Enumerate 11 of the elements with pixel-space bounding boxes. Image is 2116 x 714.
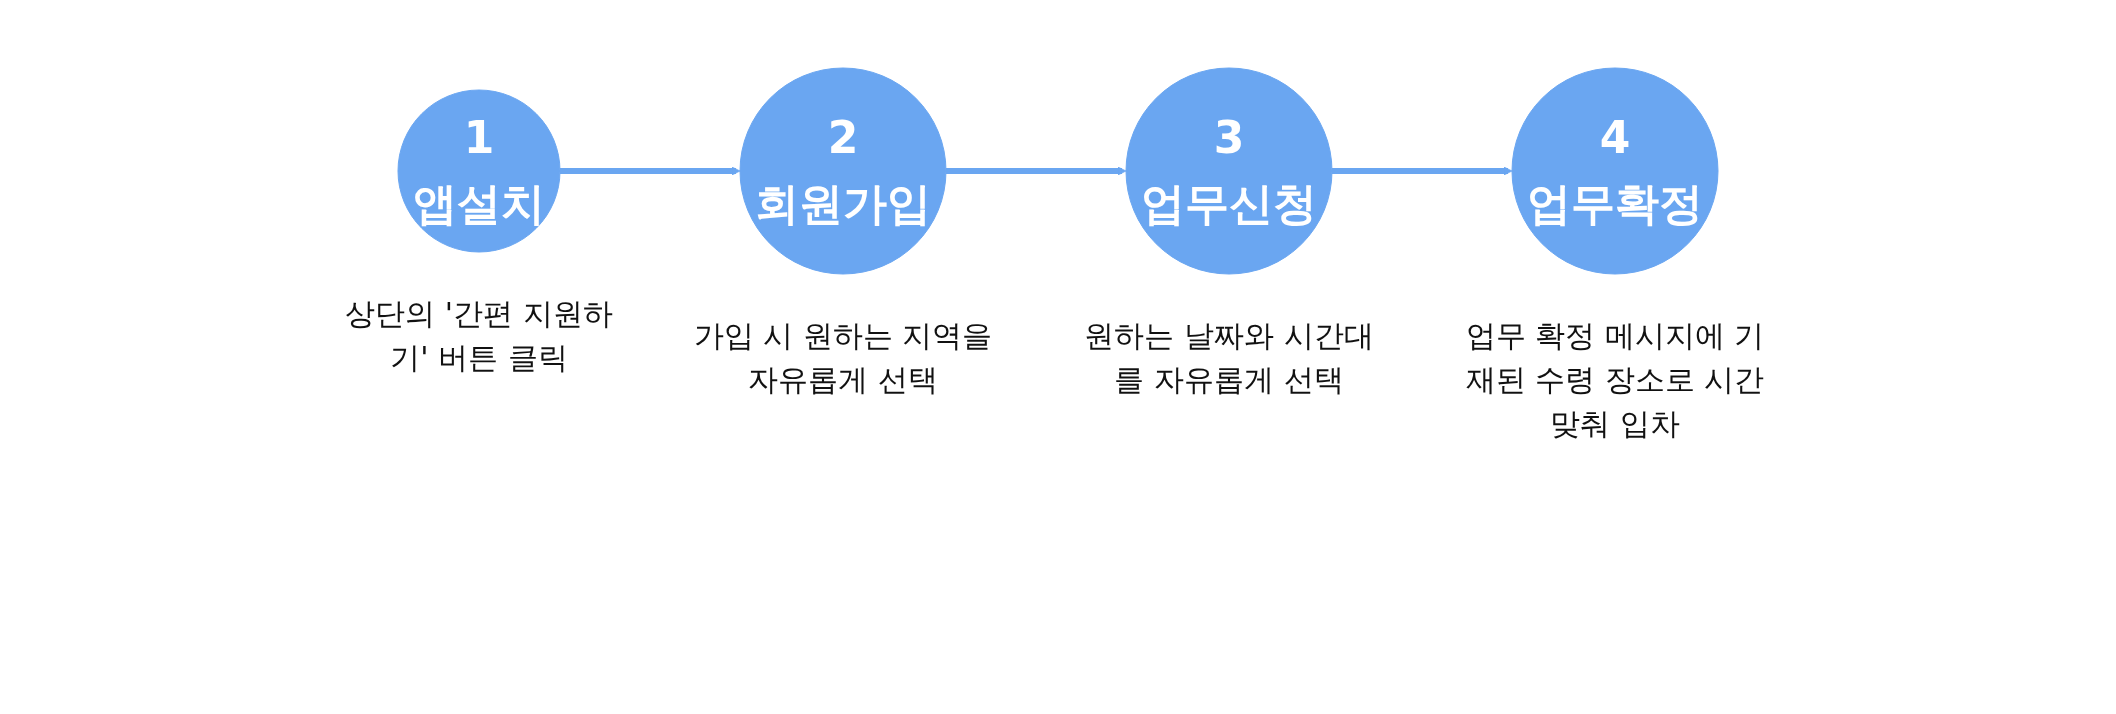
arrow (946, 166, 1127, 176)
node-circle: 2 회원가입 (739, 67, 947, 275)
arrow (1332, 166, 1513, 176)
step-description: 상단의 '간편 지원하기' 버튼 클릭 (344, 295, 614, 377)
step-description: 업무 확정 메시지에 기재된 수령 장소로 시간 맞춰 입차 (1465, 317, 1765, 443)
step-description: 원하는 날짜와 시간대를 자유롭게 선택 (1083, 317, 1375, 399)
arrow (560, 166, 741, 176)
node-circle: 4 업무확정 (1511, 67, 1719, 275)
node-circle: 3 업무신청 (1125, 67, 1333, 275)
node-circle: 1 앱설치 (397, 89, 561, 253)
step-description: 가입 시 원하는 지역을 자유롭게 선택 (693, 317, 993, 399)
